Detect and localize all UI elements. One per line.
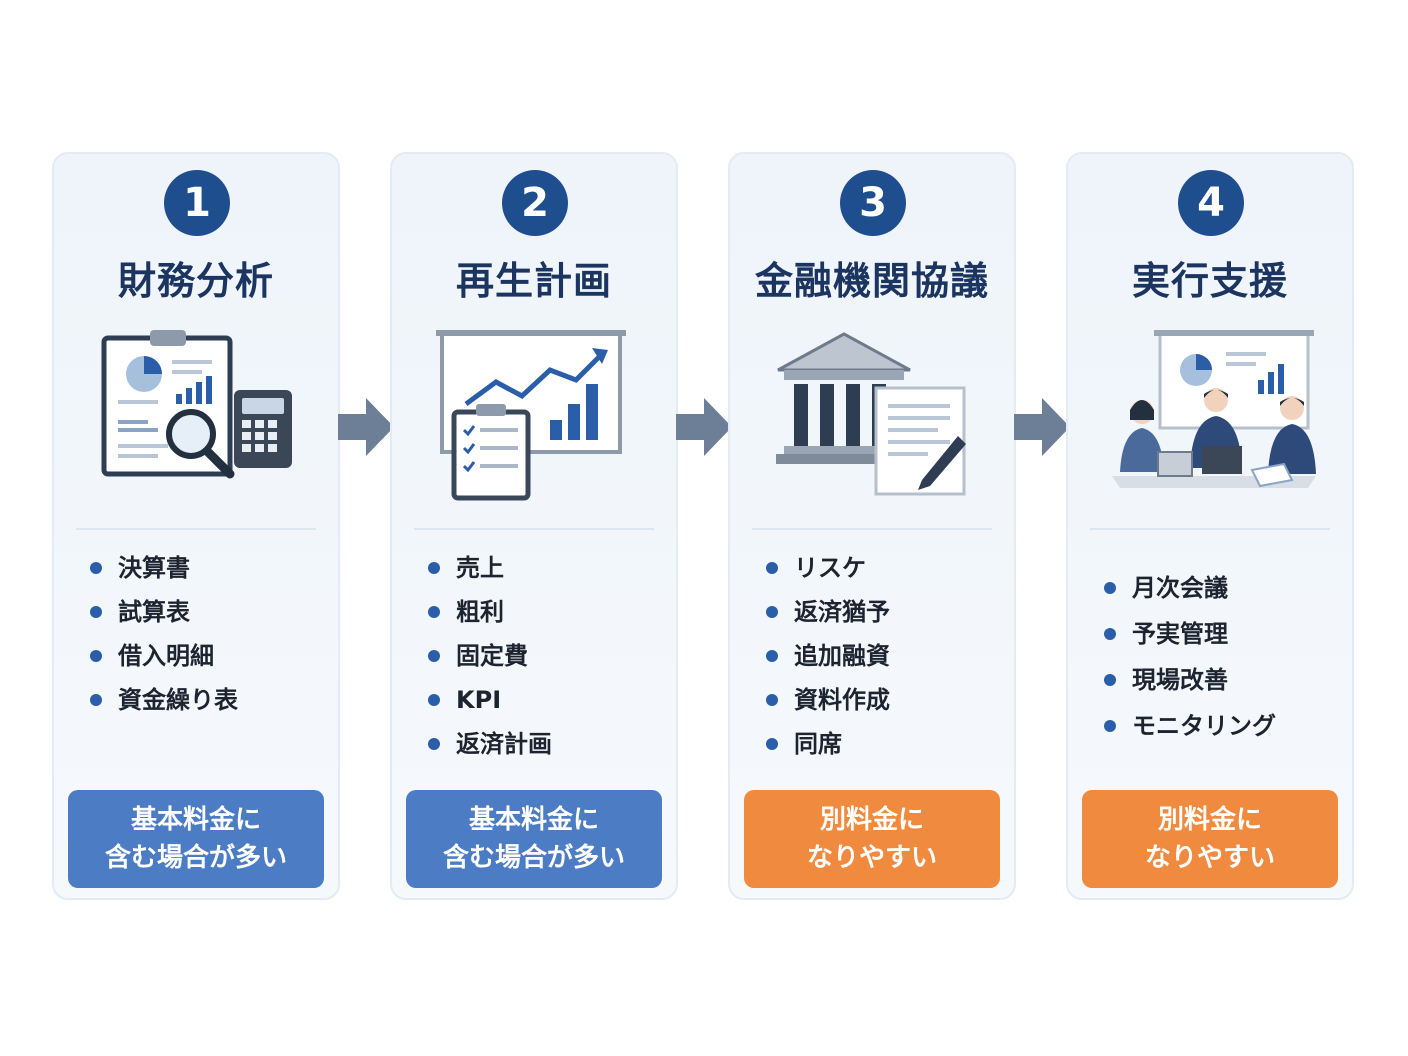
step-title: 実行支援 xyxy=(1131,259,1288,303)
deliverables-list: リスケ 返済猶予 追加融資 資料作成 同席 xyxy=(764,552,890,772)
meeting-people-icon xyxy=(1112,330,1316,488)
list-item: モニタリング xyxy=(1102,710,1276,756)
fee-label-extra: 別料金に なりやすい xyxy=(1082,790,1338,888)
step-card-bank-negotiation: 3 金融機関協議 リスケ 返済猶予 追加融資 資料作成 同席 別料金に なりやす… xyxy=(728,152,1016,900)
list-item: 現場改善 xyxy=(1102,664,1276,710)
list-item: 試算表 xyxy=(88,596,238,640)
divider xyxy=(76,528,316,530)
list-item: 売上 xyxy=(426,552,552,596)
step-card-turnaround-plan: 2 再生計画 売上 粗利 固定費 KPI 返済計画 基本料金に 含む場合が多い xyxy=(390,152,678,900)
list-item: 月次会議 xyxy=(1102,572,1276,618)
fee-label-line2: 含む場合が多い xyxy=(442,843,625,873)
fee-label-line1: 基本料金に xyxy=(130,805,261,835)
fee-label-included: 基本料金に 含む場合が多い xyxy=(406,790,662,888)
list-item: 固定費 xyxy=(426,640,552,684)
step-number-badge: 4 xyxy=(1178,170,1244,236)
fee-label-included: 基本料金に 含む場合が多い xyxy=(68,790,324,888)
list-item: 追加融資 xyxy=(764,640,890,684)
fee-label-line2: なりやすい xyxy=(806,843,937,873)
step-number-badge: 1 xyxy=(164,170,230,236)
list-item: 予実管理 xyxy=(1102,618,1276,664)
right-arrow-icon xyxy=(1014,398,1070,456)
right-arrow-icon xyxy=(676,398,732,456)
step-number-badge: 2 xyxy=(502,170,568,236)
deliverables-list: 決算書 試算表 借入明細 資金繰り表 xyxy=(88,552,238,728)
bank-document-pen-icon xyxy=(776,332,966,496)
step-card-financial-analysis: 1 財務分析 決算書 試算表 借入明細 資金繰り表 基本料金に xyxy=(52,152,340,900)
divider xyxy=(752,528,992,530)
fee-label-line2: 含む場合が多い xyxy=(104,843,287,873)
divider xyxy=(414,528,654,530)
list-item: KPI xyxy=(426,684,552,728)
list-item: 資金繰り表 xyxy=(88,684,238,728)
step-title: 財務分析 xyxy=(117,259,274,303)
list-item: 決算書 xyxy=(88,552,238,596)
fee-label-line1: 別料金に xyxy=(1157,805,1262,835)
step-card-execution-support: 4 実行支援 月次会議 予実管理 現場改善 モニタリング 別料金に なりやすい xyxy=(1066,152,1354,900)
list-item: 返済計画 xyxy=(426,728,552,772)
fee-label-extra: 別料金に なりやすい xyxy=(744,790,1000,888)
list-item: 資料作成 xyxy=(764,684,890,728)
fee-label-line1: 別料金に xyxy=(819,805,924,835)
fee-label-line1: 基本料金に xyxy=(468,805,599,835)
deliverables-list: 売上 粗利 固定費 KPI 返済計画 xyxy=(426,552,552,772)
divider xyxy=(1090,528,1330,530)
list-item: 返済猶予 xyxy=(764,596,890,640)
growth-chart-checklist-icon xyxy=(436,330,626,501)
step-title: 再生計画 xyxy=(455,259,612,303)
deliverables-list: 月次会議 予実管理 現場改善 モニタリング xyxy=(1102,572,1276,756)
clipboard-chart-calculator-icon xyxy=(101,330,292,479)
right-arrow-icon xyxy=(338,398,394,456)
list-item: リスケ xyxy=(764,552,890,596)
list-item: 借入明細 xyxy=(88,640,238,684)
fee-label-line2: なりやすい xyxy=(1144,843,1275,873)
list-item: 同席 xyxy=(764,728,890,772)
step-number-badge: 3 xyxy=(840,170,906,236)
step-title: 金融機関協議 xyxy=(754,259,989,303)
list-item: 粗利 xyxy=(426,596,552,640)
